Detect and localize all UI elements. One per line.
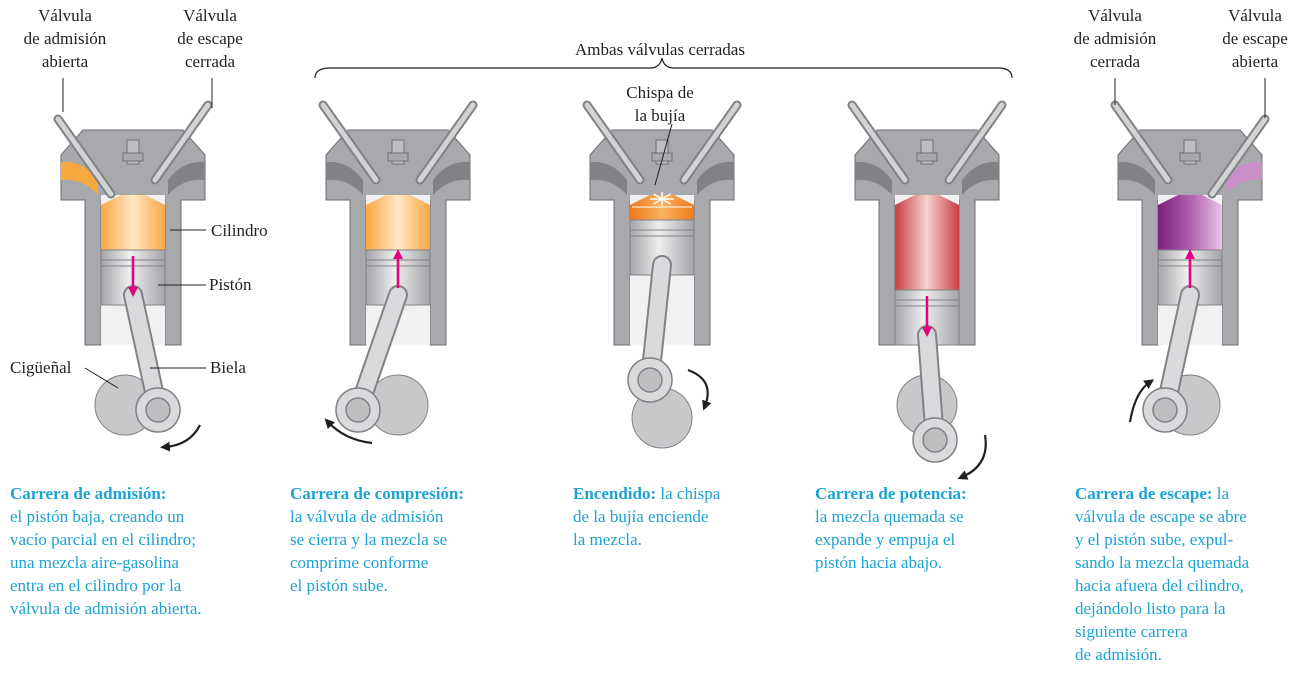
spark-ray — [661, 198, 671, 205]
exhaust-valve-closed-label: Válvula de escape cerrada — [177, 6, 243, 71]
intake-port — [855, 161, 892, 195]
caption-title: Encendido: — [573, 484, 657, 503]
exhaust-port — [168, 161, 205, 195]
exhaust-valve-stem-face — [152, 102, 211, 183]
caption-intake-stroke: Carrera de admisión: el pistón baja, cre… — [10, 484, 202, 618]
crank-pin-center — [345, 397, 371, 423]
spark-plug-nut — [1179, 152, 1201, 162]
intake-valve-stem-face — [320, 102, 379, 183]
piston-label: Pistón — [209, 275, 252, 294]
leader-line — [84, 367, 119, 389]
spark-ray — [653, 198, 663, 205]
spark-plug-nut — [916, 152, 938, 162]
engine-stage-1 — [53, 100, 213, 452]
intake-port — [326, 161, 363, 195]
engine-stage-5 — [1110, 100, 1270, 436]
connecting-rod-label: Biela — [210, 358, 246, 377]
exhaust-port — [697, 161, 734, 195]
caption-exhaust-stroke: Carrera de escape: la válvula de escape … — [1075, 484, 1250, 664]
spark-burst — [632, 192, 692, 208]
spark-plug-nut — [387, 152, 409, 162]
crank-rotation-arrow — [687, 368, 712, 411]
exhaust-valve-stem-face — [946, 102, 1005, 183]
crank-rotation-arrow — [1128, 379, 1155, 423]
exhaust-port — [433, 161, 470, 195]
engine-stage-2 — [318, 100, 478, 445]
fuel-mixture — [101, 195, 165, 250]
both-valves-closed-label: Ambas válvulas cerradas — [575, 40, 745, 59]
intake-valve-closed-label: Válvula de admisión cerrada — [1073, 6, 1157, 71]
exhaust-valve-open-label: Válvula de escape abierta — [1222, 6, 1288, 71]
fuel-mixture — [366, 195, 430, 250]
caption-title: Carrera de potencia: — [815, 484, 967, 503]
both-valves-brace — [314, 57, 1013, 79]
exhaust-valve-stem-face — [681, 102, 740, 183]
intake-valve-stem-face — [584, 102, 643, 183]
exhaust-port — [962, 161, 999, 195]
engine-stage-4 — [847, 100, 1007, 480]
spark-plug-label: Chispa de la bujía — [626, 83, 694, 125]
leader-line — [654, 123, 673, 186]
exhaust-valve-stem-face — [417, 102, 476, 183]
intake-port — [1118, 161, 1155, 195]
crank-pin-center — [922, 427, 948, 453]
caption-title: Carrera de admisión: — [10, 484, 167, 503]
spark-ray — [653, 193, 663, 200]
exhaust-valve-stem-face — [1209, 116, 1268, 197]
intake-valve-stem-face — [55, 116, 114, 197]
caption-title: Carrera de compresión: — [290, 484, 465, 503]
crank-pin-center — [145, 397, 171, 423]
intake-valve-stem-face — [1112, 102, 1171, 183]
spark-plug-nut — [122, 152, 144, 162]
spark-ray — [661, 193, 671, 200]
exhaust-port — [1225, 161, 1262, 195]
intake-valve-stem-face — [849, 102, 908, 183]
crank-rotation-arrow — [324, 418, 373, 445]
crank-pin-center — [1152, 397, 1178, 423]
crank-pin-center — [637, 367, 663, 393]
crank-rotation-arrow — [160, 424, 201, 452]
caption-title: Carrera de escape: — [1075, 484, 1213, 503]
intake-valve-open-label: Válvula de admisión abierta — [23, 6, 107, 71]
caption-power-stroke: Carrera de potencia: la mezcla quemada s… — [815, 484, 967, 572]
engine-stage-3 — [582, 100, 742, 449]
intake-port — [590, 161, 627, 195]
cylinder-label: Cilindro — [211, 221, 268, 240]
crankshaft-label: Cigüeñal — [10, 358, 72, 377]
caption-compression-stroke: Carrera de compresión: la válvula de adm… — [290, 484, 465, 595]
caption-ignition: Encendido: la chispa de la bujía enciend… — [573, 484, 721, 549]
intake-port — [61, 161, 98, 195]
fuel-mixture — [1158, 195, 1222, 250]
crank-rotation-arrow — [957, 434, 987, 480]
fuel-mixture — [895, 195, 959, 290]
